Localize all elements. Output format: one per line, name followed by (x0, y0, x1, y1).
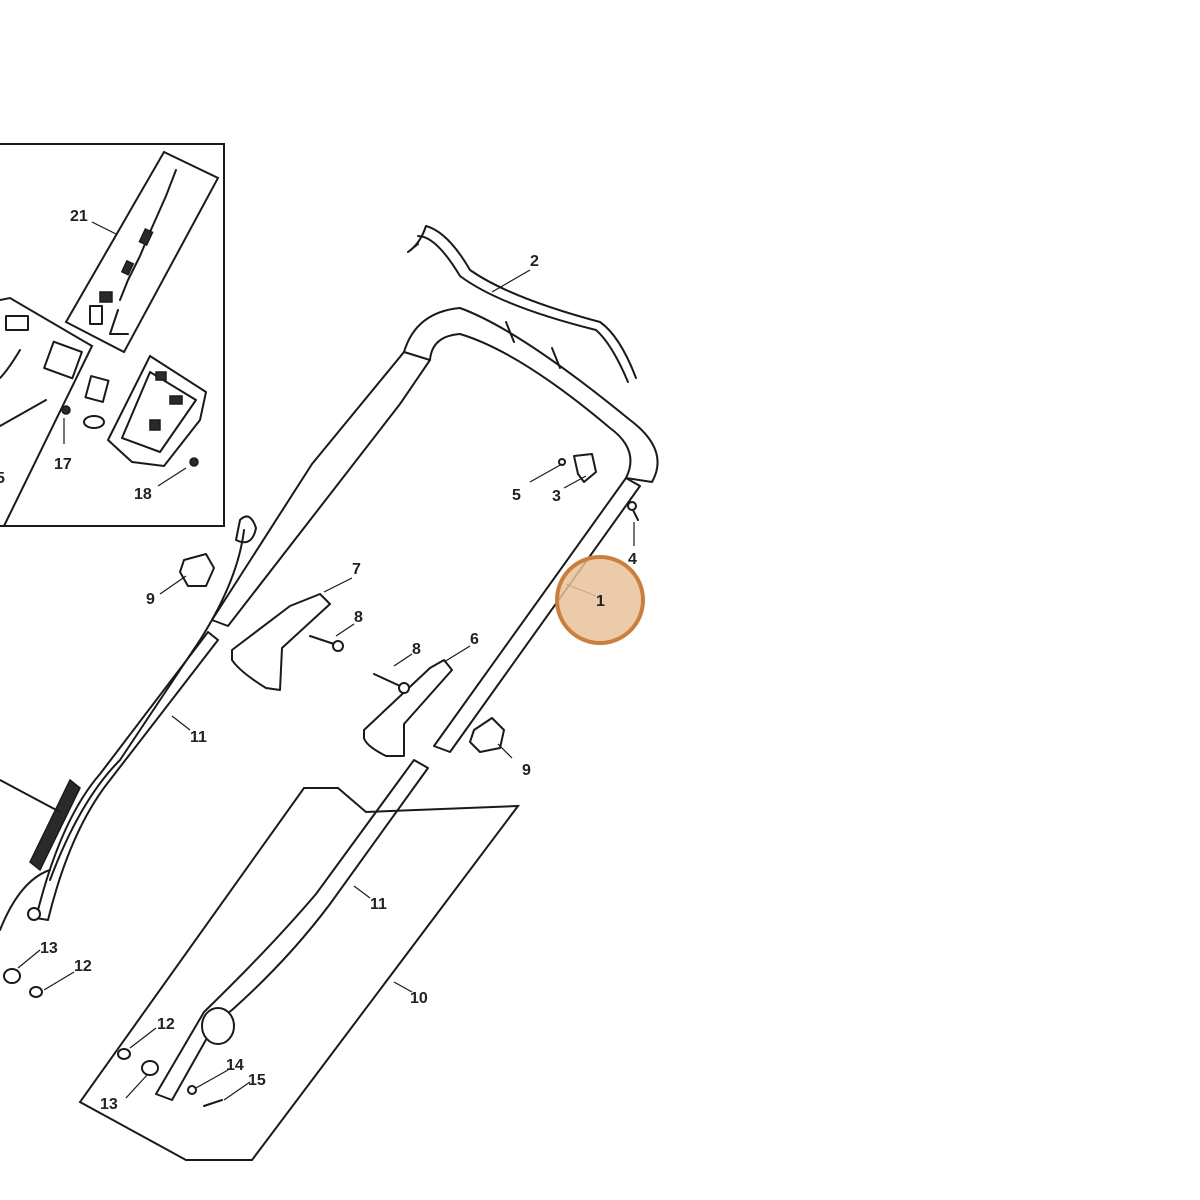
control-bar-part-2 (407, 225, 637, 383)
screws (61, 405, 199, 467)
label-part-12-left[interactable]: 12 (74, 958, 92, 975)
bolt-part-8-upper (309, 635, 344, 652)
label-part-13-lower[interactable]: 13 (100, 1096, 118, 1113)
label-part-9-right[interactable]: 9 (522, 762, 531, 779)
label-part-4[interactable]: 4 (628, 551, 637, 568)
label-part-11-upper[interactable]: 11 (190, 729, 207, 746)
label-part-5-edge[interactable]: 5 (0, 470, 5, 487)
cable-guide-part-7 (231, 593, 331, 691)
highlight-circle-part-1[interactable] (555, 555, 645, 645)
label-part-13-left[interactable]: 13 (40, 940, 58, 957)
detail-frame-lower (78, 787, 521, 1161)
label-part-21[interactable]: 21 (70, 208, 88, 225)
clip-part-3 (573, 453, 597, 483)
label-part-5[interactable]: 5 (512, 487, 521, 504)
part-labels: 1 2 3 4 5 6 7 8 8 9 9 10 11 11 12 12 13 … (0, 208, 637, 1113)
label-part-11-lower[interactable]: 11 (370, 896, 387, 913)
cable-part-21 (89, 169, 177, 335)
knob-part-9-right (469, 717, 505, 753)
label-part-8-upper[interactable]: 8 (354, 609, 363, 626)
label-part-15[interactable]: 15 (248, 1072, 266, 1089)
label-part-10[interactable]: 10 (410, 990, 428, 1007)
screw-part-5 (558, 458, 566, 466)
label-part-6[interactable]: 6 (470, 631, 479, 648)
label-part-2[interactable]: 2 (530, 253, 539, 270)
switch-assembly (0, 315, 110, 429)
cable-left (0, 515, 257, 881)
bolt-part-8-lower (373, 673, 410, 694)
handle-lower-left-edge (0, 869, 51, 931)
pin-part-4 (627, 501, 639, 521)
control-housing (107, 355, 207, 467)
label-part-3[interactable]: 3 (552, 488, 561, 505)
label-part-18[interactable]: 18 (134, 486, 152, 503)
label-part-17[interactable]: 17 (54, 456, 72, 473)
label-part-9-left[interactable]: 9 (146, 591, 155, 608)
label-part-7[interactable]: 7 (352, 561, 361, 578)
lower-handle-left (35, 631, 219, 921)
lower-handle-part-11 (155, 759, 429, 1101)
cable-guide-part-6 (363, 659, 453, 757)
hardware-lower (3, 968, 223, 1107)
label-part-12-lower[interactable]: 12 (157, 1016, 175, 1033)
label-part-8-lower[interactable]: 8 (412, 641, 421, 658)
detail-frame-upper-left (0, 143, 225, 527)
knob-part-9-left (179, 553, 215, 587)
label-part-14[interactable]: 14 (226, 1057, 244, 1074)
label-part-1[interactable]: 1 (596, 593, 605, 610)
upper-handle (211, 307, 659, 753)
